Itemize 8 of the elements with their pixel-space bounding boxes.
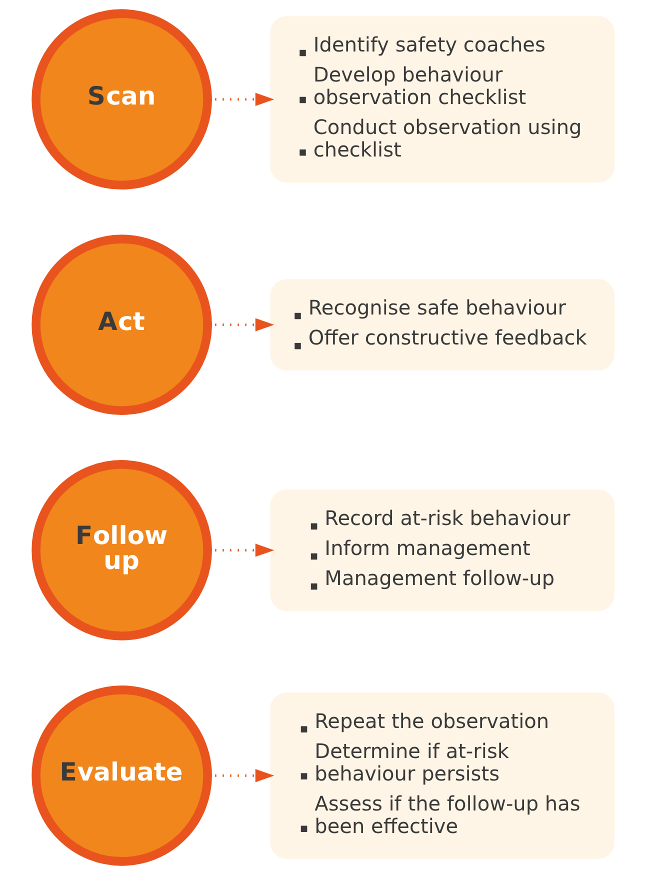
node-box: Repeat the observation Determine if at-risk behaviour persists Assess if the follow-up has been effective: [270, 692, 615, 859]
node-circle: Evaluate: [32, 685, 212, 866]
node-box: Record at-risk behaviour Inform management Management follow-up: [270, 489, 615, 611]
node-circle: Follow up: [32, 460, 212, 640]
node-circle: Act: [32, 234, 212, 415]
node-box: Identify safety coaches Develop behaviour observation checklist Conduct observation using checklist: [270, 16, 615, 183]
node-box: Recognise safe behaviour Offer constructive feedback: [270, 279, 615, 370]
node-circle: Scan: [32, 9, 212, 190]
